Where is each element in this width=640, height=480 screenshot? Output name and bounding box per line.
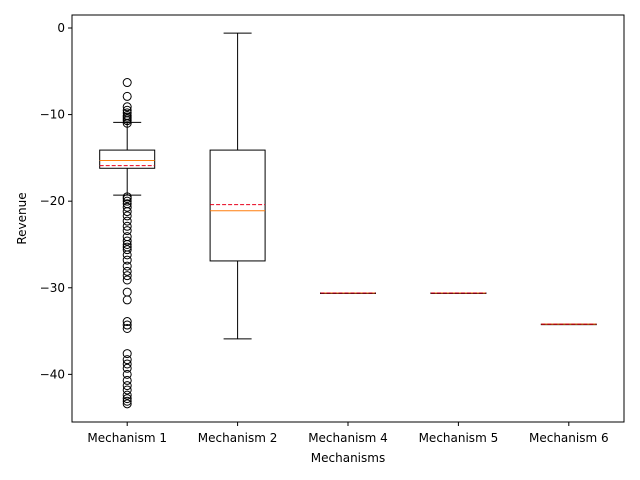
outlier-point bbox=[122, 78, 132, 88]
outlier-point bbox=[122, 266, 132, 276]
outlier-point bbox=[122, 202, 132, 212]
y-tick-label: −30 bbox=[40, 281, 65, 295]
x-tick-label: Mechanism 4 bbox=[308, 431, 388, 445]
box-group bbox=[99, 78, 156, 409]
outlier-point bbox=[122, 207, 132, 217]
outlier-point bbox=[122, 116, 132, 126]
outlier-point bbox=[122, 271, 132, 281]
x-tick-label: Mechanism 1 bbox=[87, 431, 167, 445]
outlier-point bbox=[122, 250, 132, 260]
outlier-point bbox=[122, 349, 132, 359]
outlier-point bbox=[122, 363, 132, 373]
outlier-point bbox=[122, 287, 132, 297]
y-tick-label: −20 bbox=[40, 194, 65, 208]
box-group bbox=[430, 292, 487, 294]
y-tick-label: −10 bbox=[40, 108, 65, 122]
y-axis-title: Revenue bbox=[15, 192, 29, 244]
outlier-point bbox=[122, 390, 132, 400]
box-group bbox=[540, 323, 597, 326]
plot-layer bbox=[99, 32, 597, 409]
outlier-point bbox=[122, 381, 132, 391]
outlier-point bbox=[122, 91, 132, 101]
x-tick-label: Mechanism 2 bbox=[198, 431, 278, 445]
outlier-point bbox=[122, 105, 132, 115]
outlier-point bbox=[122, 239, 132, 249]
outlier-point bbox=[122, 275, 132, 285]
outlier-point bbox=[122, 118, 132, 128]
outlier-point bbox=[122, 255, 132, 265]
x-axis-title: Mechanisms bbox=[311, 451, 385, 465]
plot-area-frame bbox=[71, 14, 625, 423]
outlier-point bbox=[122, 236, 132, 246]
outlier-point bbox=[122, 385, 132, 395]
y-tick-label: 0 bbox=[57, 21, 65, 35]
outlier-point bbox=[122, 399, 132, 409]
outlier-point bbox=[122, 295, 132, 305]
y-tick-label: −40 bbox=[40, 367, 65, 381]
x-tick-label: Mechanism 5 bbox=[419, 431, 499, 445]
outlier-point bbox=[122, 323, 132, 333]
box-iqr bbox=[209, 149, 266, 262]
x-axis: Mechanism 1 Mechanism 2 Mechanism 4 Mechani… bbox=[87, 422, 609, 445]
outlier-point bbox=[122, 317, 132, 327]
box-group bbox=[209, 32, 266, 340]
outlier-point bbox=[122, 196, 132, 206]
outlier-point bbox=[122, 369, 132, 379]
y-axis: 0 −10 −20 −30 −40 bbox=[40, 21, 72, 381]
box-iqr bbox=[99, 149, 156, 169]
x-tick-label: Mechanism 6 bbox=[529, 431, 609, 445]
outlier-point bbox=[122, 216, 132, 226]
outlier-point bbox=[122, 102, 132, 112]
outlier-point bbox=[122, 221, 132, 231]
outlier-point bbox=[122, 245, 132, 255]
outlier-point bbox=[122, 194, 132, 204]
outlier-point bbox=[122, 226, 132, 236]
outlier-point bbox=[122, 211, 132, 221]
outlier-point bbox=[122, 394, 132, 404]
outlier-point bbox=[122, 359, 132, 369]
box-group bbox=[320, 292, 376, 294]
outlier-point bbox=[122, 396, 132, 406]
outlier-point bbox=[122, 261, 132, 271]
outlier-point bbox=[122, 355, 132, 365]
outlier-point bbox=[122, 320, 132, 330]
outlier-point bbox=[122, 375, 132, 385]
